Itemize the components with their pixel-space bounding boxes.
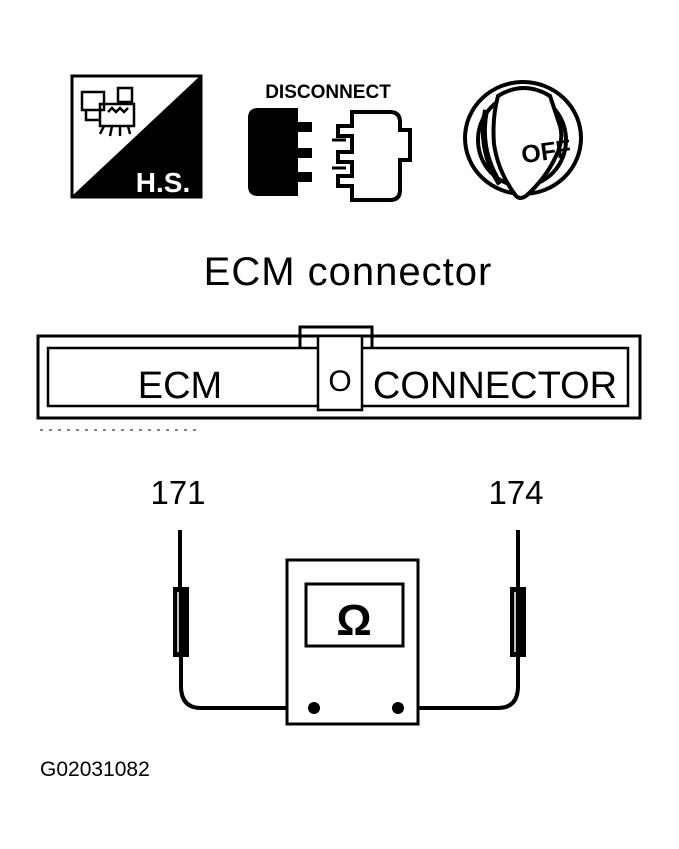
probe-right: [400, 530, 526, 710]
hs-label: H.S.: [136, 167, 190, 198]
terminal-171-label: 171: [150, 474, 205, 511]
connector-label-connector: CONNECTOR: [373, 365, 617, 407]
connector-center-latch: O: [328, 365, 351, 398]
probe-left: [173, 530, 313, 710]
terminal-174-label: 174: [488, 474, 543, 511]
ignition-key-off-icon: OFF: [463, 80, 583, 200]
figure-id: G02031082: [40, 758, 150, 781]
ecm-connector-box: ECM O CONNECTOR: [36, 325, 642, 431]
ohm-symbol-icon: Ω: [336, 596, 371, 645]
connector-label-ecm: ECM: [138, 365, 222, 407]
small-connector-sketch-icon: [80, 86, 136, 137]
connector-half-right-icon: [336, 110, 412, 202]
connector-title: ECM connector: [204, 250, 493, 294]
meter-terminal-right: [392, 702, 404, 714]
key-off-label: OFF: [520, 135, 573, 170]
meter-terminal-left: [308, 702, 320, 714]
connector-half-left-icon: [248, 108, 312, 196]
disconnect-label: DISCONNECT: [265, 82, 391, 103]
disconnect-icon: DISCONNECT: [248, 82, 412, 202]
harness-connector-hs-icon: H.S.: [70, 74, 203, 199]
key-head-icon: [491, 86, 564, 200]
ohmmeter-display: [304, 582, 405, 648]
ohmmeter: Ω: [285, 558, 420, 726]
